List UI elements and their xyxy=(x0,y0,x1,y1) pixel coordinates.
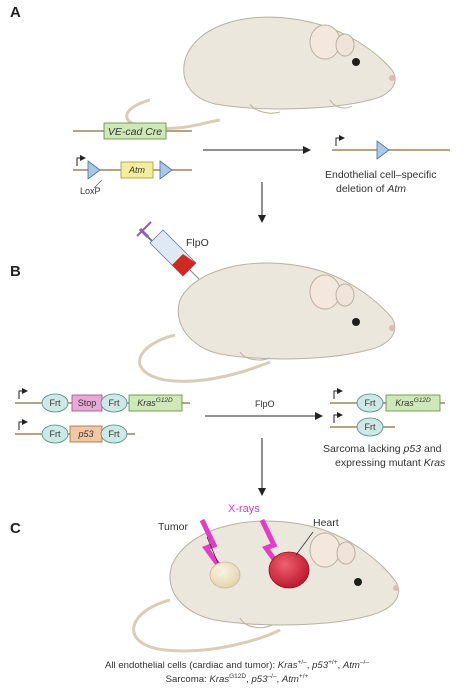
panel-c-letter: C xyxy=(10,520,21,537)
mouse-c-illustration xyxy=(132,520,399,653)
mouse-b-illustration xyxy=(138,262,396,383)
kras-box xyxy=(385,394,441,412)
tumor-pointer-line xyxy=(206,536,219,564)
panel-b-result-line2: expressing mutant Kras xyxy=(335,457,446,469)
stop-label: Stop xyxy=(78,398,97,408)
ve-cad-cre-label: VE-cad Cre xyxy=(108,126,162,138)
tumor-shape xyxy=(209,561,241,589)
heart-shape xyxy=(268,551,310,589)
panel-b-kras-construct: Frt Stop Frt KrasG12D xyxy=(15,388,190,413)
frt-oval-icon xyxy=(100,393,128,413)
heart-pointer-line xyxy=(295,531,314,556)
panel-b-result-kras: Frt KrasG12D xyxy=(330,388,445,413)
panel-a-result-construct xyxy=(332,135,450,160)
frt-label: Frt xyxy=(109,398,120,408)
promoter-arrow-icon xyxy=(76,155,86,166)
atm-label: Atm xyxy=(128,165,146,175)
frt-label: Frt xyxy=(109,429,120,439)
syringe-icon xyxy=(136,221,205,285)
frt-oval-icon xyxy=(356,417,384,437)
panel-a-floxed-atm-construct: Atm LoxP xyxy=(73,155,192,196)
loxp-triangle-icon xyxy=(376,140,390,160)
frt-label: Frt xyxy=(365,398,376,408)
promoter-arrow-icon xyxy=(333,388,343,399)
frt-label: Frt xyxy=(365,422,376,432)
tumor-label: Tumor xyxy=(158,521,188,533)
flpo-arrow-label: FlpO xyxy=(255,399,275,409)
panel-a-cre-construct: VE-cad Cre xyxy=(73,122,192,140)
loxp-triangle-icon xyxy=(87,160,101,180)
loxp-label: LoxP xyxy=(80,186,101,196)
frt-oval-icon xyxy=(100,424,128,444)
ve-cad-cre-box xyxy=(103,122,167,140)
heart-label: Heart xyxy=(313,517,339,529)
kras-box xyxy=(128,394,183,412)
syringe-flpo-label: FlpO xyxy=(186,237,209,249)
caption-line2: Sarcoma: KrasG12D, p53–/–, Atm+/+ xyxy=(166,673,309,685)
frt-label: Frt xyxy=(50,429,61,439)
panel-b-letter: B xyxy=(10,263,21,280)
panel-b-result-line1: Sarcoma lacking p53 and xyxy=(323,443,442,455)
promoter-arrow-icon xyxy=(18,419,28,430)
panel-a-result-line2: deletion of Atm xyxy=(336,183,406,195)
caption-line1: All endothelial cells (cardiac and tumor… xyxy=(105,659,369,671)
kras-label: KrasG12D xyxy=(137,397,173,408)
panel-a-letter: A xyxy=(10,4,21,21)
p53-label: p53 xyxy=(77,429,93,439)
panel-a-result-line1: Endothelial cell–specific xyxy=(325,169,436,181)
xray-bolt-icon xyxy=(199,518,225,572)
xrays-label: X-rays xyxy=(228,503,260,515)
frt-oval-icon xyxy=(356,393,384,413)
atm-box xyxy=(120,161,154,179)
panel-b-p53-construct: Frt p53 Frt xyxy=(15,419,135,444)
panel-b-result-p53: Frt xyxy=(330,412,395,437)
loxp-triangle-icon xyxy=(159,160,173,180)
promoter-arrow-icon xyxy=(18,388,28,399)
promoter-arrow-icon xyxy=(333,412,343,423)
frt-label: Frt xyxy=(50,398,61,408)
promoter-arrow-icon xyxy=(335,135,345,146)
kras-label: KrasG12D xyxy=(395,397,431,408)
frt-oval-icon xyxy=(41,393,69,413)
frt-oval-icon xyxy=(41,424,69,444)
mouse-a-illustration xyxy=(125,16,396,131)
